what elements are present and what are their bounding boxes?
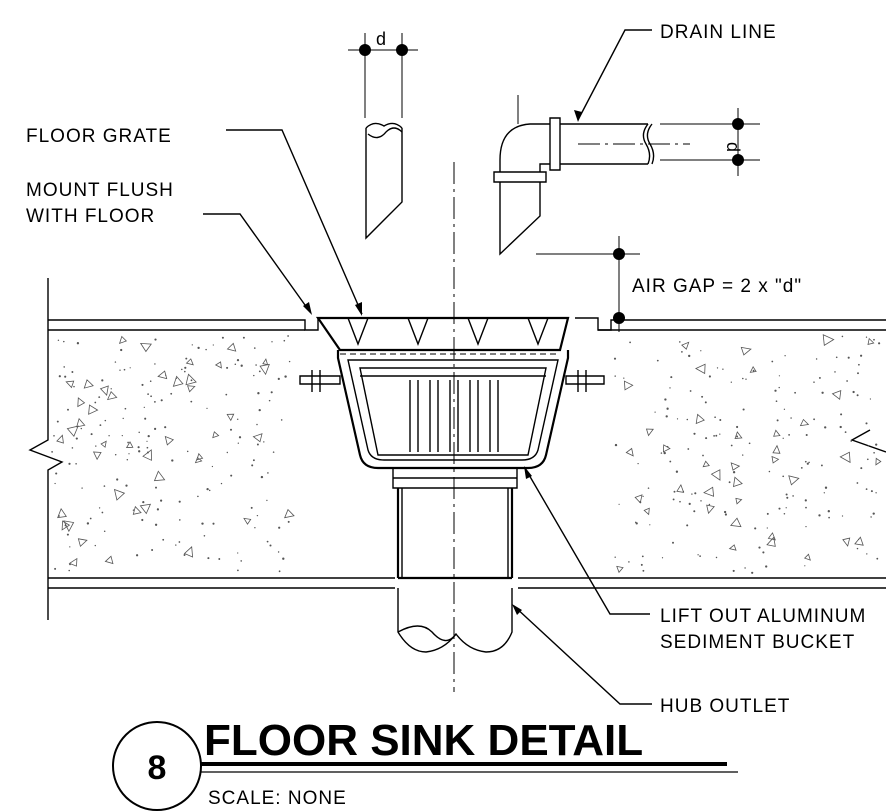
mount-flush-label-line2: WITH FLOOR — [26, 206, 155, 227]
lift-out-bucket-callout: LIFT OUT ALUMINUM SEDIMENT BUCKET — [524, 466, 866, 653]
detail-number: 8 — [148, 749, 167, 787]
floor-grate-callout: FLOOR GRATE — [26, 126, 363, 316]
drain-line-label: DRAIN LINE — [660, 22, 777, 43]
detail-title: FLOOR SINK DETAIL — [204, 716, 643, 765]
dimension-d-right-label: d — [723, 142, 743, 152]
mount-flush-label-line1: MOUNT FLUSH — [26, 180, 174, 201]
dimension-d-top: d — [348, 29, 418, 118]
air-gap-label: AIR GAP = 2 x "d" — [632, 276, 802, 297]
vertical-pipe — [365, 122, 403, 240]
elbow-drain-pipe — [493, 95, 690, 256]
dimension-d-top-label: d — [376, 29, 386, 49]
drain-line-callout: DRAIN LINE — [574, 22, 777, 122]
air-gap-dimension: AIR GAP = 2 x "d" — [536, 236, 802, 332]
concrete-aggregate-texture — [51, 334, 882, 574]
scale-note: SCALE: NONE — [208, 788, 347, 809]
mount-flush-callout: MOUNT FLUSH WITH FLOOR — [26, 180, 312, 315]
floor-sink-body — [299, 316, 605, 653]
floor-grate-label: FLOOR GRATE — [26, 126, 172, 147]
hub-outlet-label: HUB OUTLET — [660, 696, 790, 717]
dimension-d-right: d — [660, 108, 760, 176]
concrete-slab — [28, 278, 886, 620]
hub-outlet-callout: HUB OUTLET — [512, 604, 790, 717]
lift-out-label-line2: SEDIMENT BUCKET — [660, 632, 855, 653]
title-block: 8 FLOOR SINK DETAIL SCALE: NONE — [112, 716, 738, 811]
lift-out-label-line1: LIFT OUT ALUMINUM — [660, 606, 866, 627]
